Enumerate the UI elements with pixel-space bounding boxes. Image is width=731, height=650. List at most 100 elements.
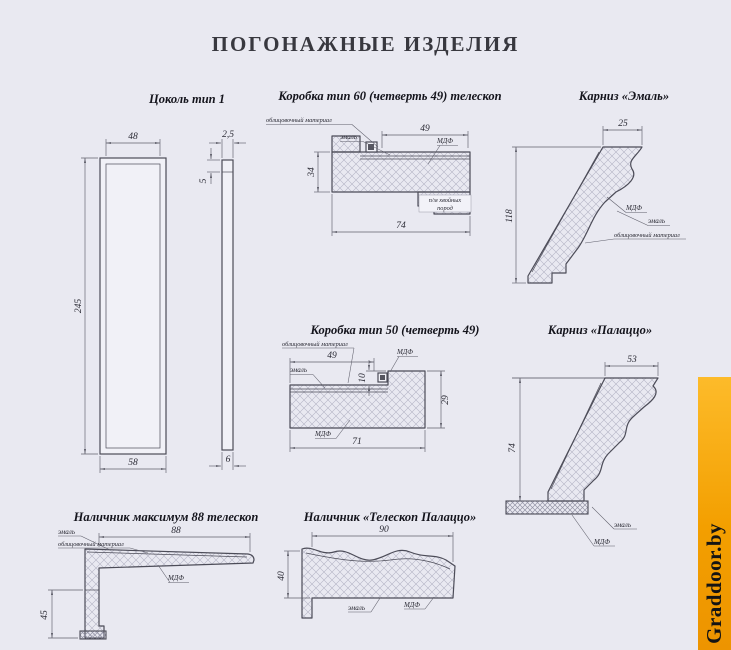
frame60-profile (331, 135, 471, 215)
callout-cornice-palazzo-enamel: эмаль (591, 506, 637, 530)
svg-text:6: 6 (226, 455, 231, 465)
dim-frame50-top: 49 (289, 351, 375, 383)
svg-text:48: 48 (128, 132, 138, 142)
drawing-frame60: Коробка тип 60 (четверть 49) телескоп 49 (266, 89, 502, 236)
callout-cornice-emal-enamel: эмаль (616, 210, 670, 226)
brand-strip: Graddoor.by (698, 377, 731, 650)
page-title: ПОГОНАЖНЫЕ ИЗДЕЛИЯ (211, 32, 520, 56)
svg-text:58: 58 (128, 458, 138, 468)
dim-plinth-top-width: 48 (105, 132, 161, 156)
dim-plinth-strip-step: 5 (199, 148, 220, 184)
svg-text:49: 49 (327, 351, 337, 361)
casing-palazzo-title: Наличник «Телескоп Палаццо» (303, 510, 477, 524)
callout-casing88-facing: облицовочный материал (58, 541, 149, 554)
dim-casing-palazzo-top: 90 (311, 525, 454, 562)
callout-frame60-mdf: МДФ (427, 137, 458, 165)
svg-text:эмаль: эмаль (58, 528, 75, 536)
svg-text:эмаль: эмаль (614, 521, 631, 529)
callout-cornice-emal-mdf: МДФ (606, 196, 647, 213)
drawing-frame50: Коробка тип 50 (четверть 49) 49 10 (282, 323, 479, 452)
dim-frame60-left: 34 (307, 151, 330, 193)
telescope-foot (79, 630, 107, 640)
dim-plinth-strip-width: 2,5 (209, 130, 246, 158)
plinth-front-view (99, 157, 167, 455)
svg-text:34: 34 (307, 167, 317, 178)
callout-frame50-mdf-bottom: МДФ (314, 419, 351, 439)
svg-text:эмаль: эмаль (290, 366, 307, 374)
plinth-title: Цоколь тип 1 (148, 92, 225, 106)
casing88-profile (79, 548, 255, 640)
svg-text:эмаль: эмаль (340, 133, 357, 141)
svg-text:118: 118 (505, 209, 515, 223)
dim-plinth-height: 245 (74, 157, 98, 455)
drawing-cornice-emal: Карниз «Эмаль» 25 118 МДФ (505, 89, 686, 284)
svg-text:эмаль: эмаль (348, 604, 365, 612)
svg-text:245: 245 (74, 299, 84, 314)
label-frame60-softwood: п/м хвойных пород (418, 194, 472, 213)
svg-text:МДФ: МДФ (314, 430, 331, 438)
callout-frame60-facing: облицовочный материал (266, 117, 379, 148)
dim-cornice-palazzo-left: 74 (508, 377, 546, 502)
dim-frame50-right: 29 (427, 370, 451, 429)
base-plate (505, 500, 589, 515)
brand-watermark: Graddoor.by (702, 523, 726, 644)
frame60-title: Коробка тип 60 (четверть 49) телескоп (277, 89, 501, 103)
dim-cornice-emal-top: 25 (602, 119, 643, 145)
svg-text:25: 25 (618, 119, 628, 129)
svg-text:45: 45 (40, 610, 50, 620)
dim-frame50-bottom: 71 (289, 430, 426, 452)
drawing-plinth: Цоколь тип 1 48 245 (74, 92, 246, 473)
dim-plinth-strip-bottom: 6 (209, 452, 246, 470)
svg-text:облицовочный материал: облицовочный материал (58, 541, 124, 548)
svg-text:п/м хвойных: п/м хвойных (429, 197, 462, 204)
drawing-cornice-palazzo: Карниз «Палаццо» 53 74 эмаль (505, 323, 659, 547)
callout-frame50-mdf-top: МДФ (389, 348, 418, 373)
svg-text:40: 40 (277, 571, 287, 581)
svg-text:облицовочный материал: облицовочный материал (266, 117, 332, 124)
svg-text:53: 53 (627, 355, 637, 365)
svg-text:49: 49 (420, 124, 430, 134)
callout-casing-palazzo-enamel: эмаль (348, 597, 381, 613)
dim-cornice-palazzo-top: 53 (604, 355, 659, 376)
svg-text:пород: пород (437, 205, 453, 212)
dim-plinth-bottom-width: 58 (99, 456, 167, 473)
dim-frame50-step: 10 (358, 360, 386, 396)
dim-frame60-top: 49 (381, 124, 469, 148)
svg-text:эмаль: эмаль (648, 217, 665, 225)
callout-casing88-mdf: МДФ (157, 564, 189, 583)
casing-palazzo-profile (301, 547, 456, 619)
svg-text:облицовочный материал: облицовочный материал (282, 341, 348, 348)
callout-cornice-palazzo-mdf: МДФ (571, 514, 615, 547)
svg-text:МДФ: МДФ (396, 348, 413, 356)
callout-casing-palazzo-mdf: МДФ (403, 596, 435, 610)
cornice-palazzo-profile (505, 377, 659, 515)
svg-text:90: 90 (379, 525, 389, 535)
svg-text:МДФ: МДФ (593, 538, 610, 546)
cornice-palazzo-title: Карниз «Палаццо» (547, 323, 652, 337)
dim-cornice-emal-left: 118 (505, 146, 601, 284)
svg-text:71: 71 (352, 437, 362, 447)
dim-frame60-bottom: 74 (331, 194, 471, 236)
callout-frame50-facing: облицовочный материал (282, 341, 355, 384)
callout-frame50-enamel: эмаль (290, 366, 326, 389)
dim-casing-palazzo-left: 40 (277, 550, 310, 599)
svg-text:10: 10 (358, 373, 368, 383)
svg-text:МДФ: МДФ (436, 137, 453, 145)
cornice-emal-profile (527, 146, 643, 284)
svg-text:5: 5 (199, 178, 209, 183)
frame50-profile (289, 370, 426, 429)
svg-text:облицовочный материал: облицовочный материал (614, 232, 680, 239)
svg-text:МДФ: МДФ (625, 204, 642, 212)
drawing-casing-palazzo: Наличник «Телескоп Палаццо» 90 40 эмаль (277, 510, 477, 619)
callout-frame60-enamel: эмаль (340, 133, 391, 156)
svg-text:2,5: 2,5 (222, 130, 234, 140)
callout-casing88-enamel: эмаль (58, 528, 111, 551)
dim-casing88-left: 45 (40, 589, 83, 639)
plinth-side-view (221, 159, 234, 451)
svg-text:74: 74 (396, 221, 406, 231)
svg-text:МДФ: МДФ (403, 601, 420, 609)
cornice-emal-title: Карниз «Эмаль» (578, 89, 669, 103)
svg-text:88: 88 (171, 526, 181, 536)
